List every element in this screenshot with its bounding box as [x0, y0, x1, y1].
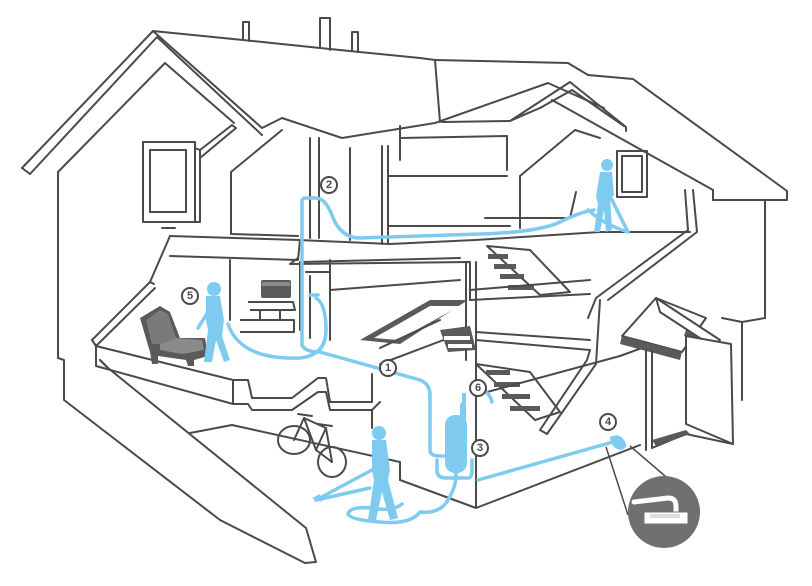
callout-1: 1: [379, 359, 397, 377]
living-room-person: [196, 282, 230, 362]
svg-text:5: 5: [187, 290, 193, 302]
left-exterior-wall: [57, 124, 389, 564]
svg-text:4: 4: [605, 416, 612, 428]
power-unit: [435, 393, 474, 480]
staircase: [360, 245, 601, 435]
tv-stand: [240, 280, 296, 333]
vacuum-tubing: [226, 196, 630, 525]
svg-text:1: 1: [385, 362, 391, 374]
armchair: [140, 306, 208, 366]
living-room: [91, 259, 477, 411]
upper-floor: [149, 129, 766, 401]
bicycle: [277, 413, 347, 478]
callout-6: 6: [469, 379, 487, 397]
callout-5: 5: [181, 287, 199, 305]
callout-4: 4: [599, 413, 617, 431]
side-entry-door: [620, 297, 734, 451]
garage-inlet: [605, 435, 700, 548]
roof: [21, 17, 788, 201]
garage-person: [312, 426, 398, 520]
upstairs-person: [594, 159, 630, 234]
callout-3: 3: [471, 439, 489, 457]
callout-2: 2: [320, 176, 338, 194]
garage: [189, 344, 651, 509]
svg-text:2: 2: [326, 179, 332, 191]
svg-text:6: 6: [475, 382, 481, 394]
svg-text:3: 3: [477, 442, 483, 454]
